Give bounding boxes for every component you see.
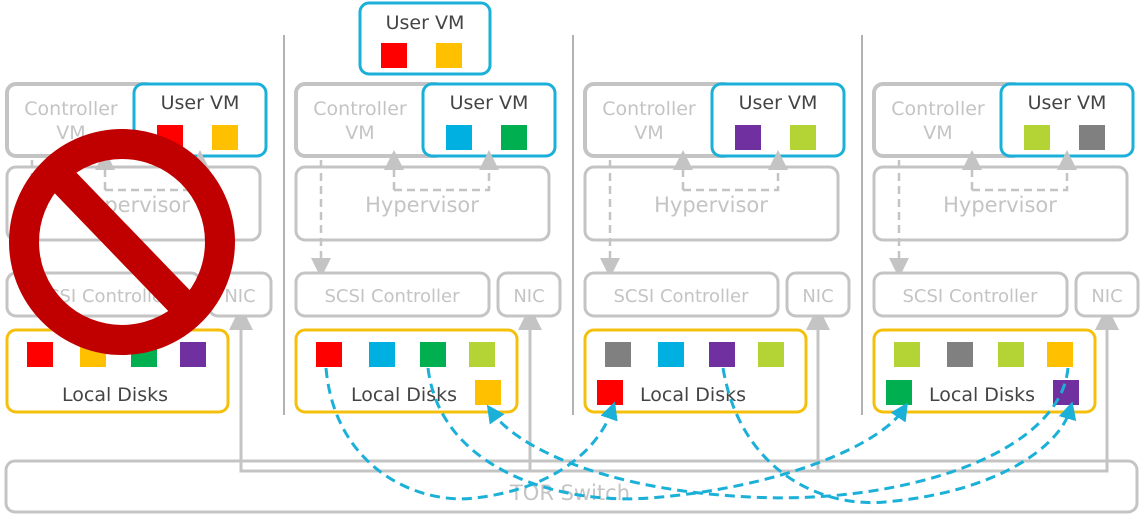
tor-switch-label: TOR Switch bbox=[509, 481, 630, 505]
data-block-lime bbox=[758, 342, 784, 367]
data-block-red bbox=[381, 43, 407, 68]
scsi-controller-label: SCSI Controller bbox=[325, 286, 461, 307]
data-block-lime bbox=[1024, 125, 1050, 150]
data-block-gray bbox=[1079, 125, 1105, 150]
data-block-red bbox=[597, 380, 623, 405]
migrated-user-vm-label: User VM bbox=[386, 12, 465, 34]
controller-vm-label: Controller bbox=[891, 98, 985, 120]
nic-label: NIC bbox=[224, 286, 255, 307]
controller-vm-label: Controller bbox=[313, 98, 407, 120]
replication-path bbox=[486, 367, 1070, 500]
data-block-lime bbox=[790, 125, 816, 150]
controller-vm-label: VM bbox=[345, 122, 374, 144]
controller-vm-label: VM bbox=[634, 122, 663, 144]
controller-vm-label: VM bbox=[923, 122, 952, 144]
hypervisor-label: Hypervisor bbox=[365, 193, 479, 217]
data-block-yellow bbox=[1047, 342, 1073, 367]
nic-label: NIC bbox=[802, 286, 833, 307]
local-disks bbox=[583, 328, 808, 414]
data-block-red bbox=[27, 342, 53, 367]
data-block-purple bbox=[709, 342, 735, 367]
data-block-lime bbox=[894, 342, 920, 367]
scsi-controller-label: SCSI Controller bbox=[903, 286, 1039, 307]
user-vm-label: User VM bbox=[450, 92, 529, 114]
nic bbox=[785, 271, 851, 318]
data-block-gray bbox=[947, 342, 973, 367]
data-block-blue bbox=[658, 342, 684, 367]
scsi-controller-label: SCSI Controller bbox=[36, 286, 172, 307]
user-vm-label: User VM bbox=[739, 92, 818, 114]
prohibited-icon bbox=[9, 129, 235, 355]
prohibited-slash bbox=[44, 161, 201, 323]
nic bbox=[496, 271, 562, 318]
data-block-yellow bbox=[436, 43, 462, 68]
network-bus bbox=[239, 316, 1109, 473]
vm-io-path bbox=[972, 150, 1077, 192]
data-block-lime bbox=[469, 342, 495, 367]
data-block-purple bbox=[735, 125, 761, 150]
hypervisor-label: Hypervisor bbox=[943, 193, 1057, 217]
replication-path bbox=[721, 367, 1077, 505]
hypervisor bbox=[294, 165, 551, 242]
hypervisor bbox=[583, 165, 840, 242]
tor-switch bbox=[4, 459, 1139, 514]
data-block-blue bbox=[369, 342, 395, 367]
data-block-red bbox=[316, 342, 342, 367]
data-block-yellow bbox=[212, 125, 238, 150]
data-block-blue bbox=[446, 125, 472, 150]
hypervisor bbox=[872, 165, 1129, 242]
vm-io-path bbox=[394, 150, 499, 192]
replication-path bbox=[426, 367, 908, 501]
controller-vm-label: Controller bbox=[24, 98, 118, 120]
scsi-controller bbox=[583, 271, 780, 318]
local-disks-label: Local Disks bbox=[640, 384, 746, 406]
data-block-purple bbox=[180, 342, 206, 367]
controller-vm-label: Controller bbox=[602, 98, 696, 120]
vm-io-path bbox=[683, 150, 788, 192]
scsi-controller bbox=[872, 271, 1069, 318]
scsi-controller-label: SCSI Controller bbox=[614, 286, 750, 307]
data-block-yellow bbox=[475, 380, 501, 405]
data-block-green bbox=[501, 125, 527, 150]
local-disks bbox=[872, 328, 1097, 414]
user-vm-label: User VM bbox=[161, 92, 240, 114]
scsi-controller bbox=[294, 271, 491, 318]
local-disks-label: Local Disks bbox=[62, 384, 168, 406]
local-disks-label: Local Disks bbox=[929, 384, 1035, 406]
data-block-gray bbox=[605, 342, 631, 367]
local-disks-label: Local Disks bbox=[351, 384, 457, 406]
nic-label: NIC bbox=[1091, 286, 1122, 307]
nic-label: NIC bbox=[513, 286, 544, 307]
local-disks bbox=[294, 328, 519, 414]
hypervisor-label: Hypervisor bbox=[654, 193, 768, 217]
data-block-lime bbox=[998, 342, 1024, 367]
user-vm-label: User VM bbox=[1028, 92, 1107, 114]
data-block-green bbox=[886, 380, 912, 405]
data-block-green bbox=[420, 342, 446, 367]
nic bbox=[1074, 271, 1140, 318]
